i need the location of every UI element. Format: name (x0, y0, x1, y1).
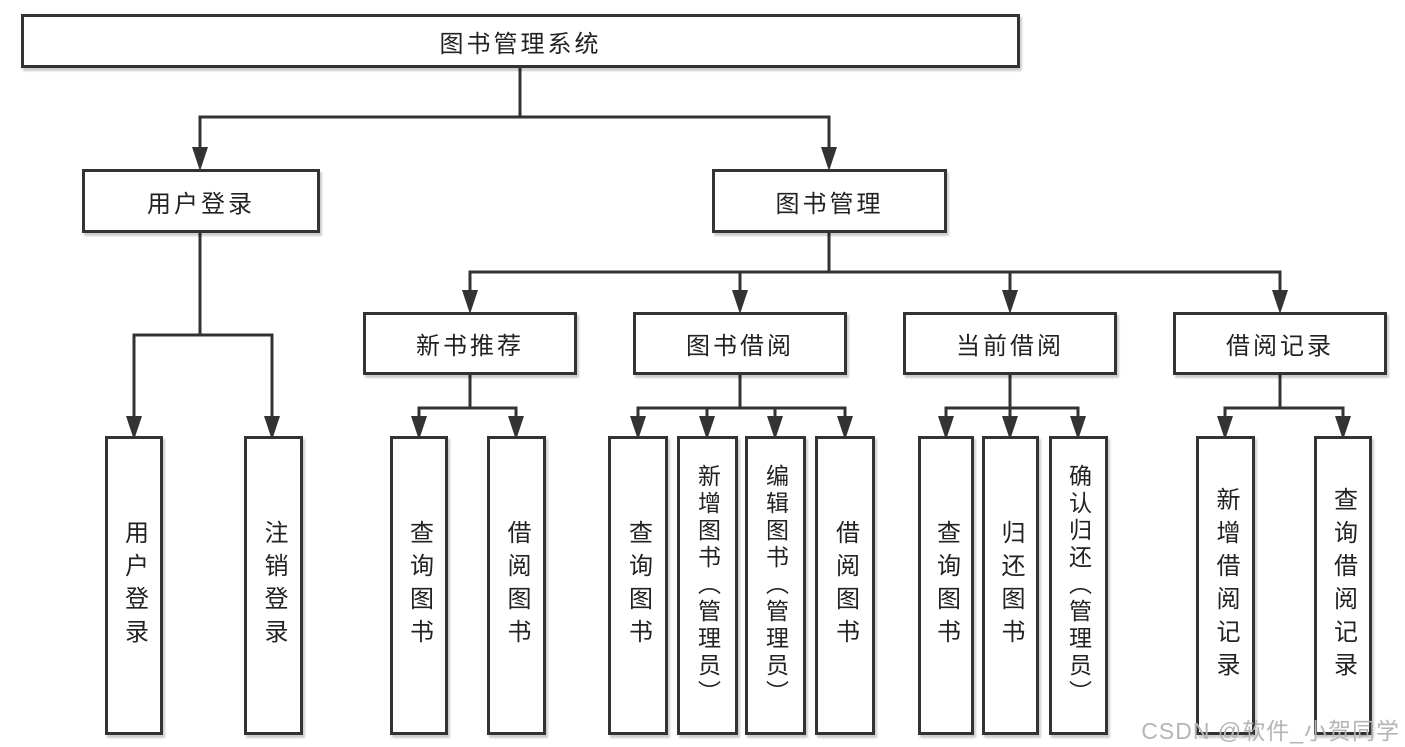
node-library-management-system: 图书管理系统 (21, 14, 1020, 68)
leaf-add-borrow-record: 新增借阅记录 (1196, 436, 1255, 735)
connector-login (132, 233, 274, 418)
leaf-borrow-books-recommend: 借阅图书 (487, 436, 546, 735)
watermark: CSDN @软件_小贺同学 (1141, 718, 1400, 744)
leaf-query-books-borrowing: 查询图书 (608, 436, 668, 735)
node-book-borrowing: 图书借阅 (633, 312, 847, 375)
leaf-edit-books-admin: 编辑图书（管理员） (745, 436, 806, 735)
leaf-return-books: 归还图书 (982, 436, 1039, 735)
leaf-logout: 注销登录 (244, 436, 303, 735)
leaf-confirm-return-admin: 确认归还（管理员） (1049, 436, 1108, 735)
node-current-borrowing: 当前借阅 (903, 312, 1117, 375)
connector-borrow (636, 375, 847, 418)
connector-root (198, 68, 831, 150)
connector-mgmt (468, 233, 1282, 293)
node-book-management: 图书管理 (712, 169, 947, 233)
leaf-add-books-admin: 新增图书（管理员） (677, 436, 738, 735)
leaf-query-books-recommend: 查询图书 (390, 436, 448, 735)
node-user-login: 用户登录 (82, 169, 320, 233)
node-borrowing-records: 借阅记录 (1173, 312, 1387, 375)
connector-current (944, 375, 1080, 418)
node-new-book-recommend: 新书推荐 (363, 312, 577, 375)
leaf-user-login: 用户登录 (105, 436, 163, 735)
connector-records (1223, 375, 1345, 418)
connector-newrec (417, 375, 518, 418)
leaf-query-borrow-record: 查询借阅记录 (1314, 436, 1372, 735)
leaf-query-books-current: 查询图书 (918, 436, 974, 735)
leaf-borrow-books: 借阅图书 (815, 436, 875, 735)
arrowheads (126, 147, 1351, 440)
